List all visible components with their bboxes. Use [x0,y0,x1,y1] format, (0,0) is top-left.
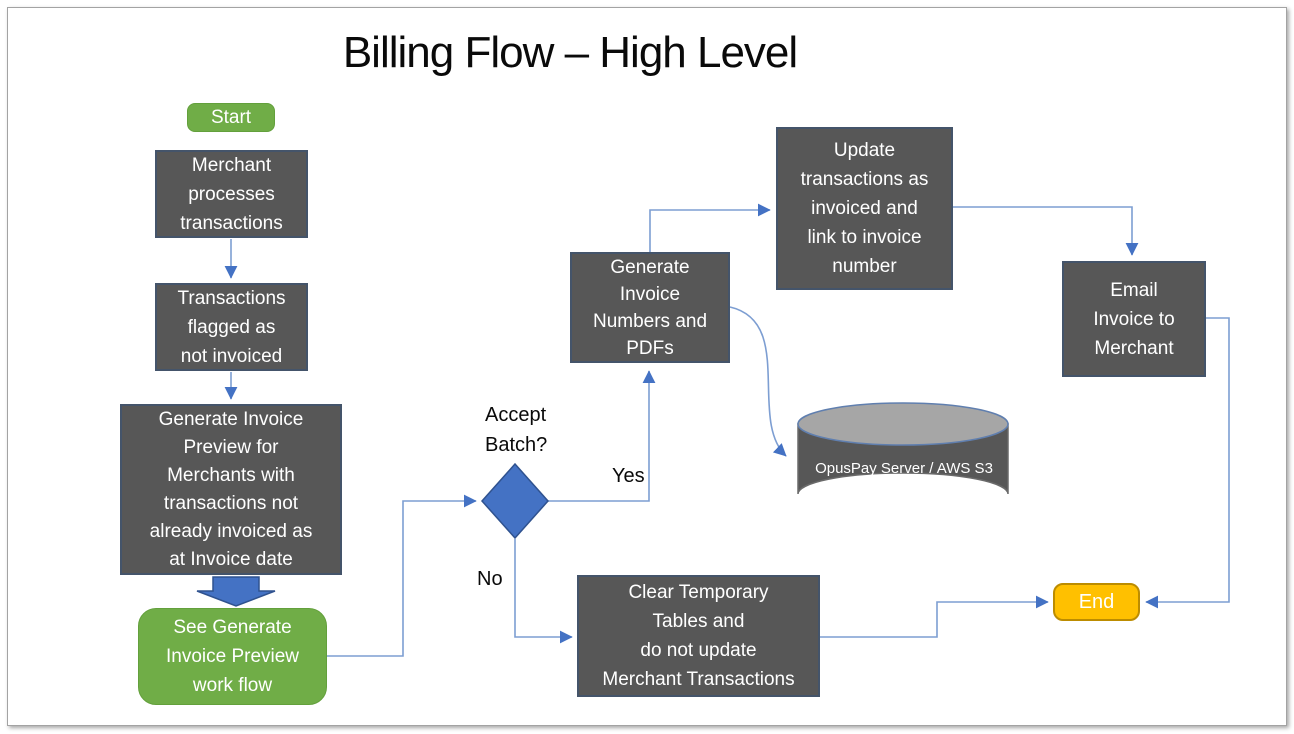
no-label: No [477,568,503,590]
see-preview-workflow-node: See Generate Invoice Preview work flow [138,608,327,705]
connector-update-to-email [953,206,1139,256]
generate-preview-node: Generate Invoice Preview for Merchants w… [120,404,342,575]
email-invoice-node: Email Invoice to Merchant [1062,261,1206,377]
connector-email-to-end [1145,317,1230,609]
flow-title: Billing Flow – High Level [342,28,798,77]
transactions-flagged-node: Transactions flagged as not invoiced [155,283,308,371]
opuspay-server-label: OpusPay Server / AWS S3 [815,460,993,477]
clear-tables-node: Clear Temporary Tables and do not update… [577,575,820,697]
connector-decision-yes-to-generate [548,370,656,502]
accept-batch-label: Accept Batch? [485,404,548,456]
accept-batch-diamond [480,462,550,540]
end-node: End [1053,583,1140,621]
opuspay-server-cylinder [797,402,1009,495]
update-transactions-node: Update transactions as invoiced and link… [776,127,953,290]
merchant-processes-node: Merchant processes transactions [155,150,308,238]
generate-invoice-numbers-node: Generate Invoice Numbers and PDFs [570,252,730,363]
cylinder-top [797,402,1009,446]
connector-decision-no-to-clear [514,539,573,644]
connector-see-to-decision [327,494,477,657]
connector-generate-to-update [649,203,771,252]
start-node: Start [187,103,275,132]
yes-label: Yes [612,465,645,487]
connector-clear-to-end [820,595,1049,638]
block-arrow-down-icon [196,576,276,607]
connector-generate-to-datastore [729,306,787,457]
